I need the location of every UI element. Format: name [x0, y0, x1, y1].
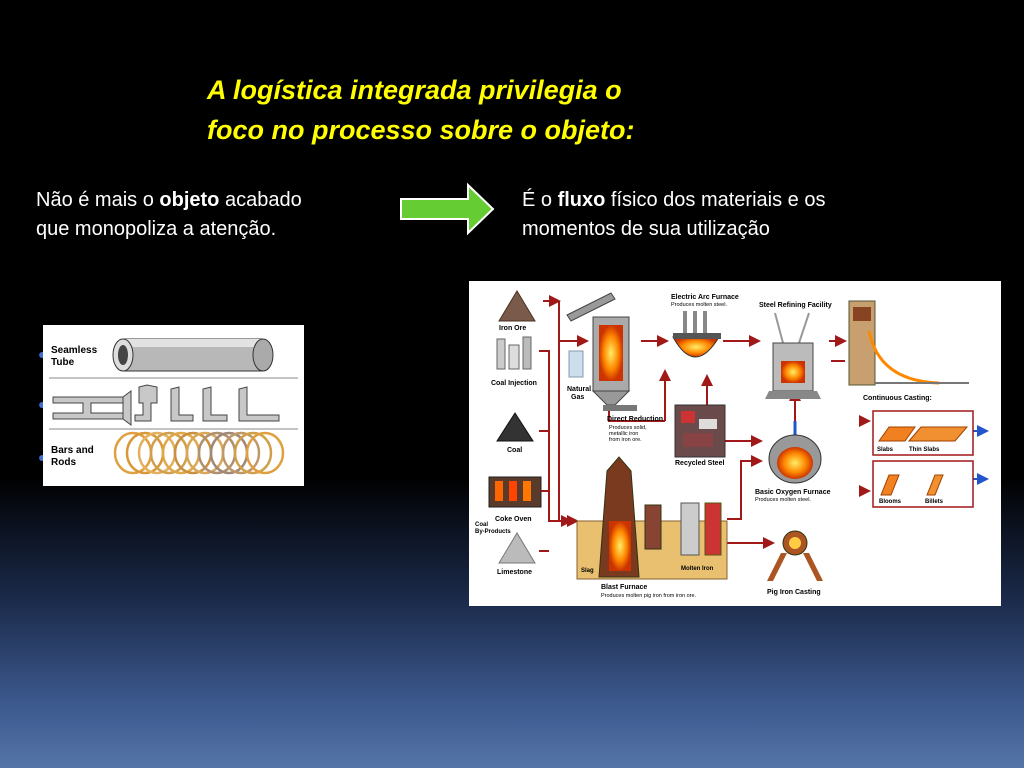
- right-text-bold: fluxo: [557, 189, 606, 211]
- direct-reduction-desc-1: Produces solid,: [609, 425, 647, 431]
- continuous-casting-node: Continuous Casting:: [848, 300, 969, 402]
- steel-products-image: Seamless Tube Bars and Rods: [43, 325, 304, 486]
- electric-arc-furnace-node: Electric Arc Furnace Produces molten ste…: [671, 294, 739, 358]
- slide-title: A logística integrada privilegia o foco …: [207, 70, 807, 150]
- seamless-label-line2: Tube: [51, 357, 75, 368]
- structural-shapes-icon: [52, 384, 280, 426]
- blast-furnace-label: Blast Furnace: [601, 584, 647, 591]
- blooms-label: Blooms: [879, 499, 902, 505]
- flow-arrows: [539, 295, 871, 552]
- iron-ore-label: Iron Ore: [499, 325, 526, 332]
- continuous-casting-label: Continuous Casting:: [863, 395, 932, 402]
- green-arrow-icon: [400, 182, 495, 236]
- steel-process-flow: Iron Ore Coal Injection Coal Coke Oven C…: [475, 290, 989, 599]
- recycled-steel-label: Recycled Steel: [675, 460, 724, 467]
- seamless-tube-icon: [112, 338, 274, 372]
- slag-label: Slag: [581, 568, 594, 574]
- limestone-label: Limestone: [497, 569, 532, 576]
- bars-rods-coil-icon: [113, 431, 285, 475]
- coal-byproducts-label-2: By-Products: [475, 529, 511, 535]
- basic-oxygen-furnace-node: Basic Oxygen Furnace Produces molten ste…: [755, 421, 831, 503]
- left-statement: Não é mais o objeto acabado que monopoli…: [36, 186, 396, 244]
- coke-oven-node: Coke Oven: [488, 476, 542, 523]
- blast-furnace-desc: Produces molten pig iron from iron ore.: [601, 593, 697, 599]
- pig-iron-casting-label: Pig Iron Casting: [767, 589, 821, 596]
- conveyor-icon: [566, 292, 616, 322]
- steel-process-diagram: Iron Ore Coal Injection Coal Coke Oven C…: [469, 281, 1001, 606]
- natural-gas-label-2: Gas: [571, 394, 584, 401]
- direct-reduction-desc-3: from iron ore.: [609, 437, 642, 443]
- bof-label: Basic Oxygen Furnace: [755, 489, 831, 496]
- left-text-part2: acabado: [219, 189, 302, 211]
- iron-ore-node: Iron Ore: [498, 290, 536, 332]
- coal-byproducts-label-1: Coal: [475, 522, 488, 528]
- bullet-dot: ●: [38, 346, 46, 362]
- steel-refining-node: Steel Refining Facility: [759, 302, 832, 399]
- coke-oven-label: Coke Oven: [495, 516, 532, 523]
- blooms-billets-box: Blooms Billets: [872, 460, 974, 508]
- bars-label-line2: Rods: [51, 457, 76, 468]
- slabs-label: Slabs: [877, 447, 894, 453]
- right-text-part2: físico dos materiais e os: [605, 189, 826, 211]
- bars-label-line1: Bars and: [51, 445, 94, 456]
- right-statement-line-2: momentos de sua utilização: [522, 218, 770, 240]
- direct-reduction-node: Direct Reduction Produces solid, metalli…: [591, 316, 663, 443]
- title-line-2: foco no processo sobre o objeto:: [207, 115, 635, 145]
- coal-label: Coal: [507, 447, 522, 454]
- steel-refining-label: Steel Refining Facility: [759, 302, 832, 309]
- natural-gas-node: Natural Gas: [567, 350, 591, 401]
- direct-reduction-label: Direct Reduction: [607, 416, 663, 423]
- right-statement: É o fluxo físico dos materiais e os mome…: [522, 186, 942, 244]
- bullet-dot: ●: [38, 396, 46, 412]
- coal-injection-label: Coal Injection: [491, 380, 537, 387]
- blast-furnace-node: Slag Molten Iron Blast Furnace Produces …: [576, 456, 728, 599]
- slabs-box: Slabs Thin Slabs: [872, 410, 974, 456]
- limestone-node: Limestone: [497, 532, 536, 576]
- left-text-bold: objeto: [159, 189, 220, 211]
- seamless-label-line1: Seamless: [51, 345, 98, 356]
- recycled-steel-node: Recycled Steel: [674, 404, 726, 467]
- thin-slabs-label: Thin Slabs: [909, 447, 940, 453]
- left-statement-line-2: que monopoliza a atenção.: [36, 218, 277, 240]
- billets-label: Billets: [925, 499, 944, 505]
- molten-iron-label: Molten Iron: [681, 566, 714, 572]
- coal-injection-node: Coal Injection: [491, 336, 537, 387]
- bullet-dot: ●: [38, 449, 46, 465]
- left-text-part1: Não é mais o: [36, 189, 160, 211]
- eaf-label: Electric Arc Furnace: [671, 294, 739, 301]
- direct-reduction-desc-2: metallic iron: [609, 431, 638, 437]
- natural-gas-label-1: Natural: [567, 386, 591, 393]
- steel-products-illustration: Seamless Tube Bars and Rods: [49, 338, 298, 475]
- left-statement-line-1: Não é mais o objeto acabado: [36, 186, 396, 215]
- right-text-part1: É o: [522, 189, 558, 211]
- coal-node: Coal: [496, 412, 534, 454]
- title-line-1: A logística integrada privilegia o: [207, 75, 622, 105]
- pig-iron-casting-node: Pig Iron Casting: [767, 530, 823, 596]
- eaf-desc: Produces molten steel.: [671, 302, 727, 308]
- right-statement-line-1: É o fluxo físico dos materiais e os: [522, 186, 942, 215]
- bof-desc: Produces molten steel.: [755, 497, 811, 503]
